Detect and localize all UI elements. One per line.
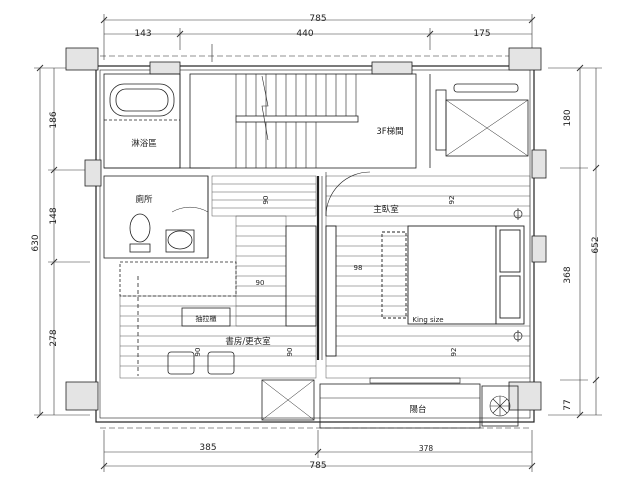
columns: [65, 47, 547, 411]
annotation-92-b: 92: [450, 348, 458, 357]
dim-left-middle: 148: [49, 207, 59, 224]
annotation-90-d: 90: [286, 348, 294, 357]
dim-left-lower: 278: [49, 329, 59, 346]
room-shower-label: 淋浴區: [131, 138, 157, 149]
room-toilet-label: 廁所: [135, 194, 153, 205]
toilet-area: [103, 175, 209, 259]
annotation-90-a: 90: [262, 196, 270, 205]
annotation-98: 98: [354, 264, 363, 272]
room-master-bedroom-label: 主臥室: [373, 204, 399, 215]
bed-size-label: King size: [412, 316, 443, 324]
annotation-90-c: 90: [194, 348, 202, 357]
dim-right-total: 652: [591, 236, 601, 253]
balcony: [261, 377, 519, 429]
dim-top-right: 175: [473, 29, 490, 39]
drawer-cabinet-label: 抽拉櫃: [196, 314, 217, 323]
dim-bottom-total: 785: [309, 461, 326, 471]
doors: [211, 44, 371, 217]
dim-right-middle: 368: [563, 266, 573, 283]
plant-icon: [489, 395, 511, 417]
dim-left-upper: 186: [49, 111, 59, 128]
dim-right-lower: 77: [563, 399, 573, 410]
annotation-90-b: 90: [256, 279, 265, 287]
study-closet: [119, 225, 317, 376]
room-study-closet-label: 書房/更衣室: [225, 336, 271, 347]
dim-bottom-right: 378: [419, 444, 434, 453]
dim-right-upper: 180: [563, 109, 573, 126]
annotation-92-a: 92: [448, 196, 456, 205]
room-balcony-label: 陽台: [409, 404, 426, 415]
dim-bottom-left: 385: [199, 443, 216, 453]
room-stairs-label: 3F梯間: [376, 126, 403, 137]
bathroom: [103, 73, 210, 169]
dim-top-middle: 440: [296, 29, 313, 39]
dim-top-left: 143: [134, 29, 151, 39]
dim-left-total: 630: [31, 234, 41, 251]
master-bedroom: [316, 176, 525, 360]
outlet-icon: [513, 208, 523, 342]
dim-top-total: 785: [309, 14, 326, 24]
stairwell: [189, 73, 447, 169]
shaft: [445, 83, 529, 157]
